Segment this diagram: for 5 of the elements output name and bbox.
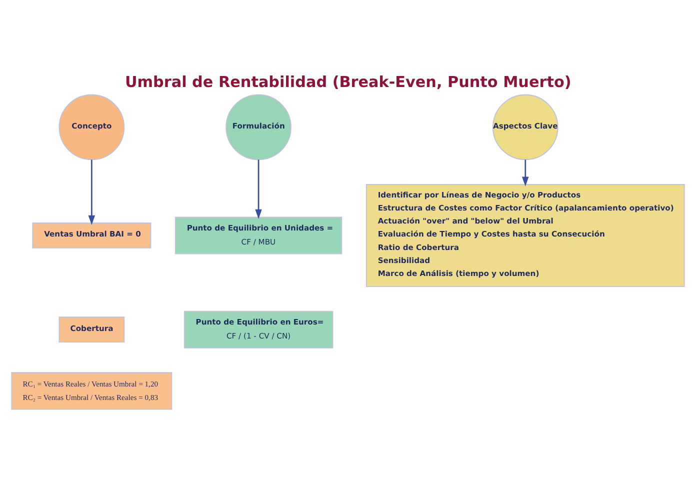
node-box: RC₁ = Ventas Reales / Ventas Umbral = 1,20 RC₂ = Ventas Umbral / Ventas Reales = 0,83: [11, 372, 172, 410]
arrow: [522, 159, 529, 186]
diagram-title: Umbral de Rentabilidad (Break-Even, Punto Muerto): [124, 72, 572, 90]
arrow: [255, 159, 262, 219]
arrow: [88, 159, 96, 225]
